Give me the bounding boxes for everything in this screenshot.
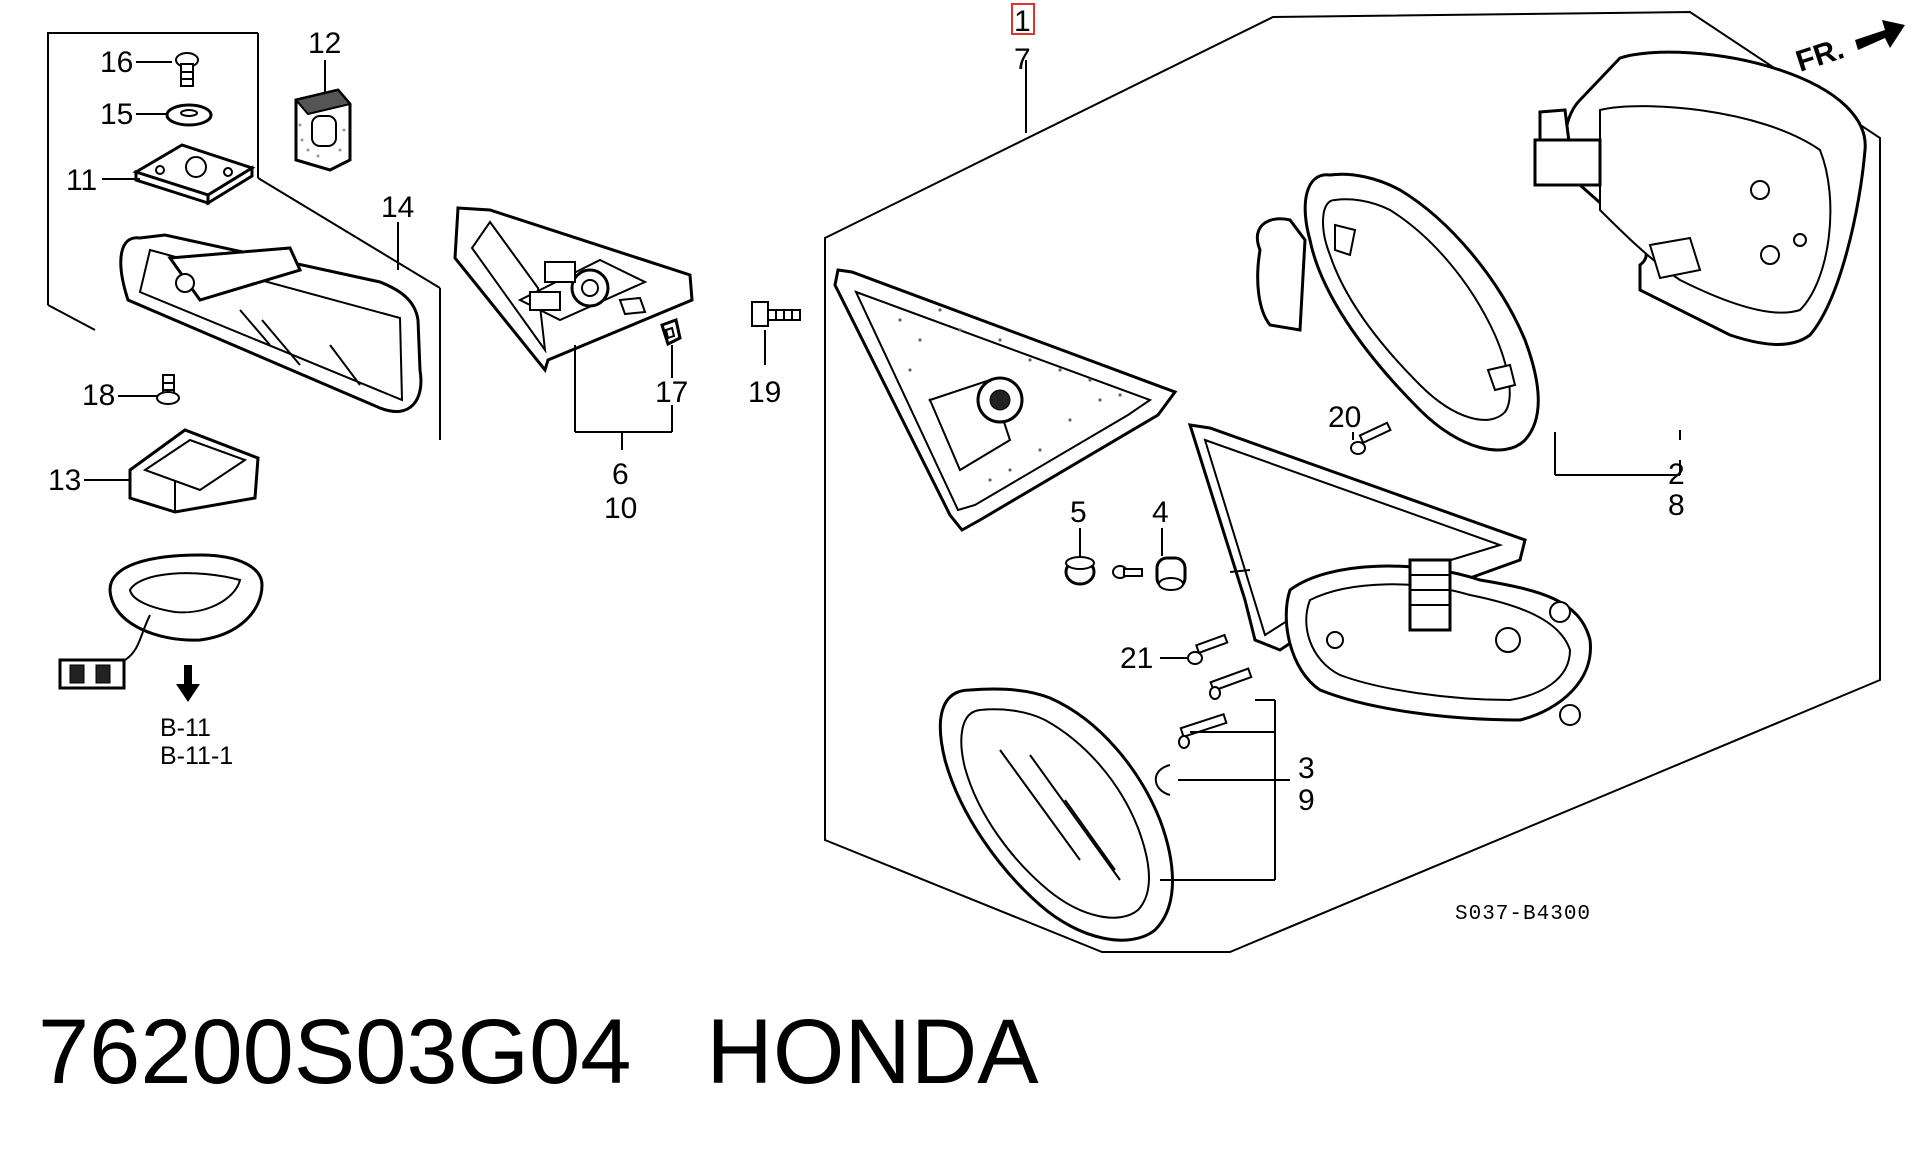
retaining-ring-icon[interactable]: [1154, 764, 1171, 796]
reference-b11[interactable]: B-11: [160, 714, 211, 742]
washer-15-icon[interactable]: [165, 103, 213, 127]
pin-upper-icon[interactable]: [1209, 667, 1253, 700]
callout-20[interactable]: 20: [1328, 401, 1361, 434]
front-direction-arrow-icon: [1855, 20, 1905, 50]
clip-17-icon[interactable]: [660, 318, 682, 347]
callout-12[interactable]: 12: [308, 27, 341, 60]
reference-b11-1[interactable]: B-11-1: [160, 742, 233, 770]
part-number-footer: 76200S03G04 HONDA: [38, 1000, 1039, 1105]
rearview-mirror-group: [47, 32, 441, 702]
callout-8[interactable]: 8: [1668, 489, 1685, 522]
rearview-mirror-14-icon[interactable]: [119, 233, 423, 414]
callout-1[interactable]: 1: [1014, 5, 1031, 38]
parts-diagram: 1 7 2 8 3 9 4 5 6 10 11 12 13 14 15 16 1…: [47, 3, 1905, 953]
screw-21-icon[interactable]: [1187, 633, 1229, 665]
callout-2[interactable]: 2: [1668, 458, 1685, 491]
back-cover-icon[interactable]: [1533, 50, 1867, 346]
callout-7[interactable]: 7: [1014, 43, 1031, 76]
callout-19[interactable]: 19: [748, 376, 781, 409]
screw-small-icon[interactable]: [1112, 565, 1143, 579]
callout-14[interactable]: 14: [381, 191, 414, 224]
mirror-glass-3-9-icon[interactable]: [938, 687, 1174, 942]
callout-4[interactable]: 4: [1152, 496, 1169, 529]
cap-5-icon[interactable]: [1064, 556, 1096, 586]
bushing-4-icon[interactable]: [1155, 556, 1187, 591]
callout-6[interactable]: 6: [612, 458, 629, 491]
callout-3[interactable]: 3: [1298, 752, 1315, 785]
screw-18-icon[interactable]: [156, 374, 180, 405]
callout-11[interactable]: 11: [66, 164, 97, 197]
mirror-holder-2-8-icon[interactable]: [1255, 172, 1540, 452]
mirror-base-icon[interactable]: [833, 268, 1178, 532]
actuator-housing-icon[interactable]: [1187, 423, 1592, 726]
brand-name: HONDA: [706, 1001, 1039, 1103]
corner-garnish-group: [453, 206, 694, 450]
callout-13[interactable]: 13: [48, 464, 81, 497]
base-plate-11-icon[interactable]: [132, 143, 256, 206]
callout-21[interactable]: 21: [1120, 642, 1153, 675]
cover-13-icon[interactable]: [128, 428, 260, 514]
part-number: 76200S03G04: [38, 1001, 632, 1103]
callout-5[interactable]: 5: [1070, 496, 1087, 529]
cover-12-icon[interactable]: [294, 88, 352, 172]
screw-20-icon[interactable]: [1350, 421, 1392, 455]
callout-17[interactable]: 17: [655, 376, 688, 409]
callout-15[interactable]: 15: [100, 98, 133, 131]
callout-9[interactable]: 9: [1298, 784, 1315, 817]
callout-16[interactable]: 16: [100, 46, 133, 79]
callout-10[interactable]: 10: [604, 492, 637, 525]
screw-16-icon[interactable]: [175, 52, 199, 87]
front-direction-label: FR.: [1792, 32, 1848, 78]
callout-18[interactable]: 18: [82, 379, 115, 412]
selected-callout-highlight: [1011, 3, 1035, 35]
garnish-6-10-icon[interactable]: [453, 206, 694, 374]
screw-19-icon[interactable]: [751, 301, 801, 365]
diagram-code: S037-B4300: [1455, 903, 1591, 926]
wired-cover-icon[interactable]: [58, 553, 264, 690]
arrow-down-icon: [176, 665, 200, 702]
door-mirror-assembly-group: [824, 10, 1905, 953]
